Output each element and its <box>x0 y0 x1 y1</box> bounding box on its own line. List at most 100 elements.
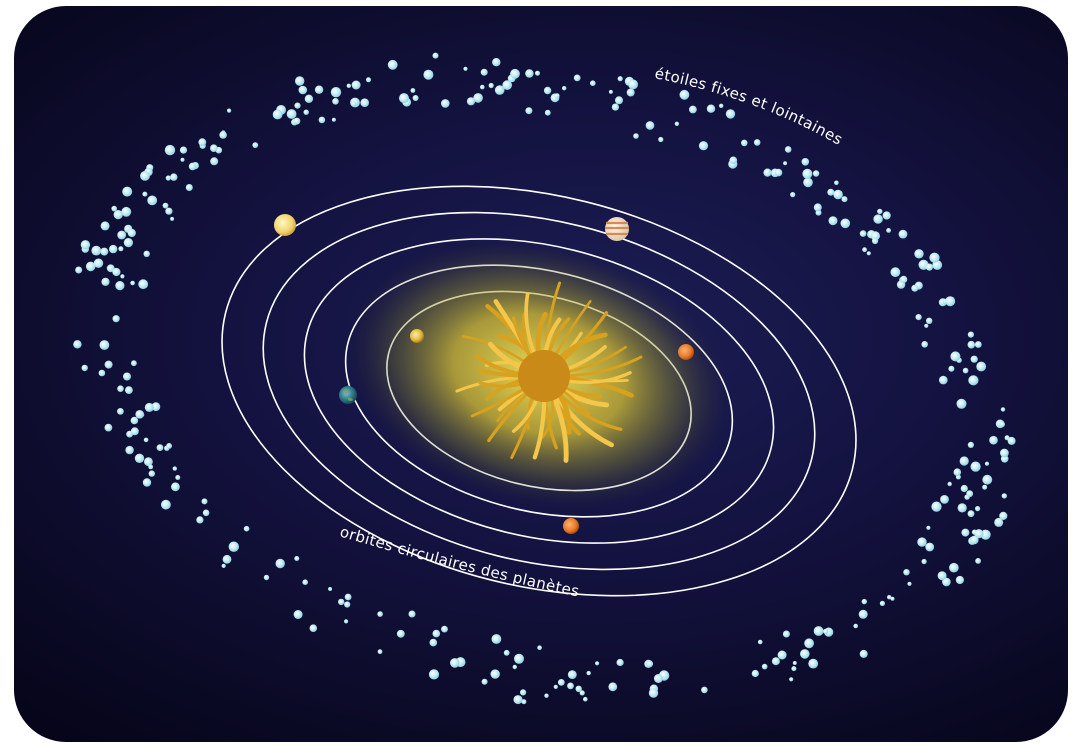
star-dot <box>789 677 794 682</box>
star-dot <box>653 674 663 683</box>
star-dot <box>210 157 219 166</box>
star-dot <box>719 103 724 109</box>
star-dot <box>926 525 931 530</box>
star-dot <box>410 88 416 93</box>
star-dot <box>828 216 838 226</box>
star-dot <box>833 189 843 200</box>
star-dot <box>122 186 133 197</box>
star-dot <box>921 341 928 348</box>
star-dot <box>966 490 974 498</box>
star-dot <box>937 571 947 581</box>
star-dot <box>999 421 1005 428</box>
star-dot <box>808 658 819 669</box>
star-dot <box>982 484 988 490</box>
star-dot <box>98 369 106 377</box>
planet-mars <box>563 518 579 534</box>
star-dot <box>834 180 839 186</box>
star-dot <box>725 109 736 119</box>
star-dot <box>813 203 822 212</box>
star-dot <box>525 69 534 78</box>
star-dot <box>575 685 582 692</box>
star-dot <box>645 121 655 130</box>
star-dot <box>201 498 208 505</box>
star-dot <box>567 670 577 679</box>
star-dot <box>494 85 505 95</box>
star-dot <box>161 499 171 510</box>
star-dot <box>450 658 460 668</box>
star-dot <box>931 501 942 512</box>
star-dot <box>698 141 709 151</box>
star-dot <box>196 516 204 524</box>
star-dot <box>332 98 339 105</box>
star-dot <box>974 341 982 348</box>
star-dot <box>164 144 176 156</box>
star-dot <box>520 689 527 696</box>
star-dot <box>573 74 581 82</box>
star-dot <box>800 649 810 659</box>
star-dot <box>858 609 868 619</box>
star-dot <box>91 245 102 256</box>
star-dot <box>344 619 349 624</box>
star-dot <box>783 161 788 166</box>
star-dot <box>318 116 326 124</box>
star-dot <box>172 466 177 471</box>
star-dot <box>179 146 188 154</box>
star-dot <box>907 581 912 586</box>
star-dot <box>298 85 308 95</box>
star-dot <box>949 562 959 573</box>
star-dot <box>975 506 981 512</box>
star-dot <box>1000 407 1006 412</box>
star-dot <box>674 121 680 127</box>
star-dot <box>729 156 738 165</box>
star-dot <box>956 398 967 409</box>
star-dot <box>185 184 193 191</box>
star-dot <box>890 596 895 601</box>
star-dot <box>346 83 351 89</box>
star-dot <box>360 98 370 107</box>
star-dot <box>503 649 510 656</box>
star-dot <box>314 85 324 94</box>
star-dot <box>801 158 810 166</box>
star-dot <box>148 464 154 470</box>
star-dot <box>432 52 439 59</box>
star-dot <box>387 59 398 70</box>
star-dot <box>924 323 929 328</box>
star-dot <box>567 682 574 690</box>
star-dot <box>304 94 314 104</box>
star-dot <box>221 563 226 569</box>
star-dot <box>275 558 285 569</box>
star-dot <box>144 457 153 467</box>
star-dot <box>396 629 405 638</box>
solar-system-diagram: étoiles fixes et lointaines orbites circ… <box>73 52 1016 705</box>
star-dot <box>887 595 892 600</box>
star-dot <box>130 427 139 436</box>
star-dot <box>481 678 488 685</box>
star-dot <box>228 541 239 552</box>
star-dot <box>188 162 197 171</box>
star-dot <box>689 105 697 114</box>
planet-mercury <box>410 329 424 343</box>
star-dot <box>903 569 910 576</box>
star-dot <box>140 171 150 181</box>
star-dot <box>989 435 998 445</box>
star-dot <box>827 188 835 196</box>
star-dot <box>701 686 708 694</box>
star-dot <box>473 93 483 103</box>
star-dot <box>879 600 886 607</box>
star-dot <box>366 77 371 83</box>
star-dot <box>512 664 517 670</box>
star-dot <box>633 133 639 139</box>
star-dot <box>490 669 500 679</box>
star-dot <box>104 423 113 432</box>
star-dot <box>429 638 438 647</box>
star-dot <box>408 610 416 618</box>
star-dot <box>142 191 148 197</box>
star-dot <box>942 577 951 587</box>
star-dot <box>272 109 283 120</box>
star-dot <box>330 87 342 98</box>
star-dot <box>75 266 83 274</box>
star-dot <box>514 653 524 664</box>
star-dot <box>148 470 155 477</box>
star-dot <box>926 317 933 324</box>
star-dot <box>999 511 1008 520</box>
